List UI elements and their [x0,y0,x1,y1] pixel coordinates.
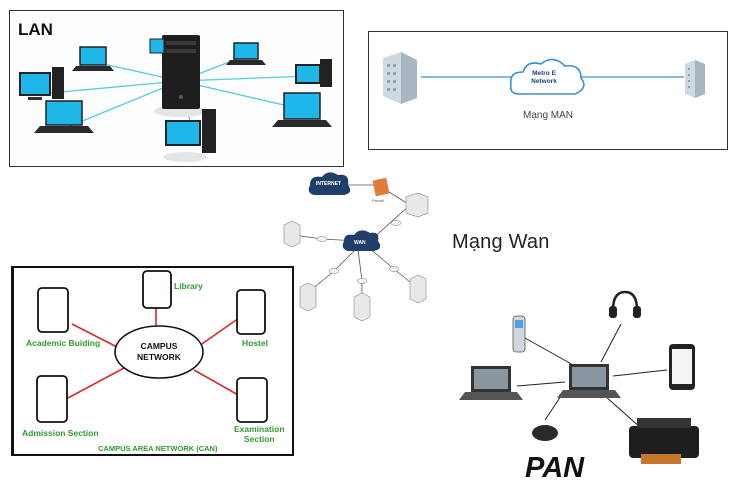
smartphone-icon [669,344,695,390]
examination-line1: Examination [234,424,285,434]
lan-server-icon [154,35,206,117]
wan-title: Mạng Wan [452,231,550,253]
pan-title: PAN [525,452,585,484]
lan-laptop-icon [72,46,114,71]
lan-title: LAN [18,20,53,39]
library-label: Library [174,281,203,291]
examination-line2: Section [243,434,275,444]
lan-laptop-icon [272,92,332,127]
lan-desktop-icon [163,109,216,162]
man-illustration [383,52,705,104]
building-icon [685,60,705,98]
internet-cloud-icon [308,172,351,195]
hostel-node [236,289,266,335]
campus-network-node [114,325,204,379]
firewall-label: Firewall [372,199,385,203]
can-footer: CAMPUS AREA NETWORK (CAN) [98,444,218,453]
server-icon [299,282,317,312]
hostel-label: Hostel [242,338,268,348]
laptop-icon [459,366,523,400]
man-caption: Mạng MAN [522,110,573,121]
router-icons [316,220,402,284]
man-diagram: Metro E Network Mạng MAN [368,31,728,150]
admission-label: Admission Section [22,428,99,438]
campus-line1: CAMPUS [140,341,178,351]
metro-label-line1: Metro E [532,70,556,77]
printer-icon [629,418,699,464]
firewall-icon [372,177,390,197]
lan-desktop-icon [295,59,332,87]
can-illustration [36,270,268,423]
examination-node [236,377,268,423]
lan-illustration [19,35,332,162]
campus-line2: NETWORK [137,352,181,362]
pan-links [516,323,668,429]
cloud-icon [509,58,585,95]
can-links [67,308,241,399]
pan-diagram [455,280,745,495]
server-icon [405,192,429,218]
lan-laptop-icon [226,42,266,65]
wan-diagram: INTERNET WAN Firewall [270,163,460,333]
server-icon [283,220,301,248]
laptop-icon [557,364,621,398]
lan-desktop-icon [19,67,64,100]
wan-illustration [283,172,429,322]
wan-cloud-label: WAN [354,240,366,246]
examination-label: Examination Section [234,424,285,444]
metro-label-line2: Network [531,78,557,85]
mouse-icon [532,425,558,441]
headphones-icon [609,290,641,318]
academic-node [37,287,69,333]
can-building-nodes [36,270,268,423]
phone-icon [512,315,526,353]
server-icon [353,292,371,322]
admission-node [36,375,68,423]
can-diagram: CAMPUS NETWORK Library Academic Buiding … [11,266,294,456]
campus-network-label: CAMPUS NETWORK [117,341,201,363]
library-node [142,270,172,309]
pan-illustration [459,290,699,464]
internet-label: INTERNET [316,181,341,187]
server-icon [409,274,427,304]
metro-network-label: Metro E Network [509,70,579,86]
academic-label: Academic Buiding [26,338,101,348]
lan-diagram: LAN [9,10,344,167]
building-icon [383,52,417,104]
lan-laptop-icon [149,38,165,54]
lan-laptop-icon [34,100,94,133]
wan-cloud-icon [342,230,381,251]
